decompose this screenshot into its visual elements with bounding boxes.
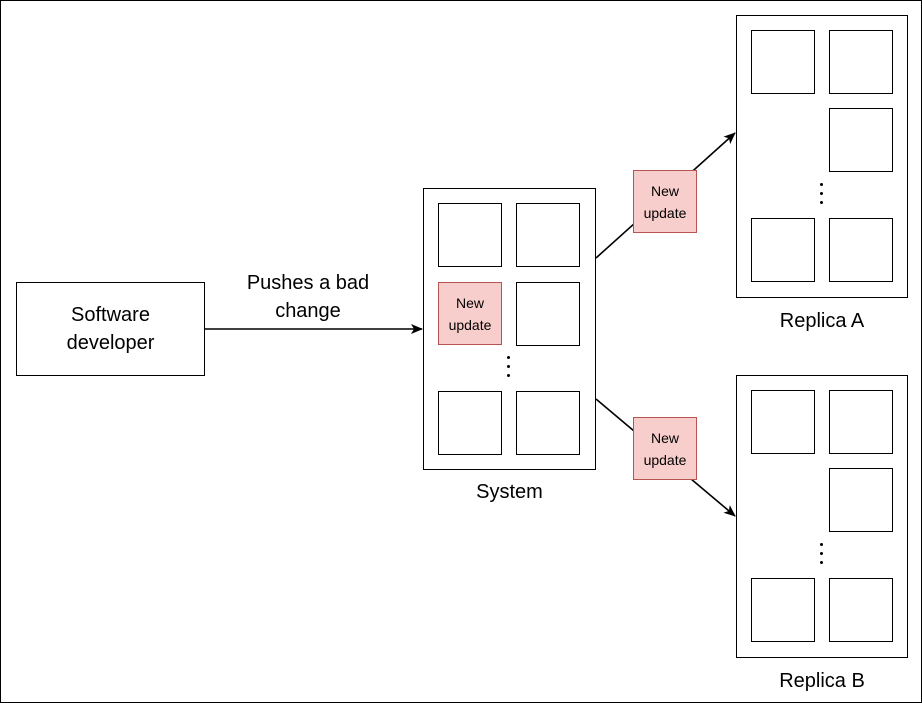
system-new-update-tag: New update (438, 282, 502, 345)
system-cell (516, 203, 580, 267)
developer-label-line1: Software (71, 304, 150, 326)
replica-b-cell (829, 468, 893, 532)
system-cell (438, 203, 502, 267)
replica-b-new-update-tag: New update (633, 417, 697, 480)
replica-a-cell (829, 218, 893, 282)
replica-a-cell (829, 108, 893, 172)
system-cell (438, 391, 502, 455)
update-tag-line2: update (448, 316, 492, 333)
update-tag-line1: New (650, 429, 679, 446)
system-cell (516, 391, 580, 455)
replica-a-new-update-tag: New update (633, 170, 697, 233)
update-tag-line2: update (643, 204, 687, 221)
push-edge-label: Pushes a bad change (228, 269, 388, 325)
replica-b-cell (751, 390, 815, 454)
replica-b-ellipsis (820, 543, 824, 570)
replica-b-cell (829, 578, 893, 642)
update-tag-line2: update (643, 451, 687, 468)
system-label: System (476, 481, 543, 503)
update-tag-line1: New (650, 182, 679, 199)
replica-a-ellipsis (820, 183, 824, 210)
software-developer-node: Software developer (16, 282, 205, 376)
push-edge-label-line2: change (275, 300, 341, 322)
update-tag-line1: New (455, 294, 484, 311)
replica-a-cell (751, 218, 815, 282)
replica-a-cell (751, 30, 815, 94)
replica-b-cell (829, 390, 893, 454)
system-ellipsis (507, 356, 511, 383)
replica-b-cell (751, 578, 815, 642)
developer-label-line2: developer (66, 332, 155, 354)
replica-b-label: Replica B (779, 670, 865, 692)
system-cell (516, 282, 580, 346)
replica-a-cell (829, 30, 893, 94)
replica-a-label: Replica A (779, 310, 865, 332)
push-edge-label-line1: Pushes a bad (246, 272, 370, 294)
